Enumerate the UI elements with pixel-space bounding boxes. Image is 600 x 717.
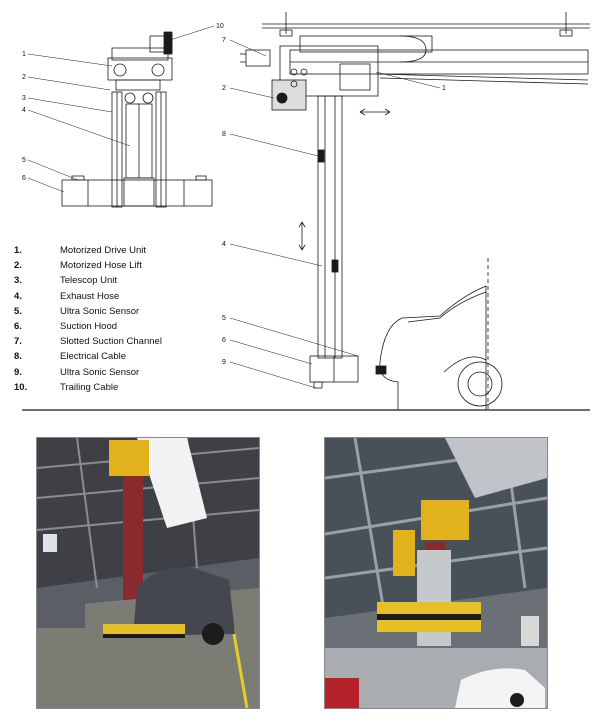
photo-right-illustration xyxy=(325,438,547,708)
callout-side-2: 2 xyxy=(222,85,226,92)
legend: 1.Motorized Drive Unit 2.Motorized Hose … xyxy=(14,243,244,395)
callout-side-6: 6 xyxy=(222,337,226,344)
callout-4: 4 xyxy=(22,107,26,114)
legend-item: 1.Motorized Drive Unit xyxy=(14,245,147,257)
side-view-leaders xyxy=(229,39,441,389)
legend-item: 7.Slotted Suction Channel xyxy=(14,336,162,348)
legend-item: 6.Suction Hood xyxy=(14,321,118,333)
callout-5: 5 xyxy=(22,157,26,164)
technical-drawing: 1 2 3 4 5 6 10 7 1 2 8 4 5 6 9 xyxy=(22,12,590,411)
legend-item: 10.Trailing Cable xyxy=(14,381,119,393)
callout-labels: 1 2 3 4 5 6 10 7 1 2 8 4 5 6 9 xyxy=(22,23,446,366)
photo-left-illustration xyxy=(37,438,259,708)
legend-item: 9.Ultra Sonic Sensor xyxy=(14,366,140,378)
callout-side-7: 7 xyxy=(222,37,226,44)
legend-item: 2.Motorized Hose Lift xyxy=(14,260,142,272)
legend-item: 3.Telescop Unit xyxy=(14,275,118,287)
callout-10: 10 xyxy=(216,23,224,30)
callout-side-9: 9 xyxy=(222,359,226,366)
photo-unit-close-up xyxy=(324,437,548,709)
callout-3: 3 xyxy=(22,95,26,102)
legend-item: 8.Electrical Cable xyxy=(14,351,126,363)
photo-installed-unit-with-car xyxy=(36,437,260,709)
front-view-drawing xyxy=(61,31,213,208)
callout-side-4: 4 xyxy=(222,241,226,248)
callout-side-5: 5 xyxy=(222,315,226,322)
callout-1: 1 xyxy=(22,51,26,58)
side-view-drawing xyxy=(22,12,590,411)
callout-side-1: 1 xyxy=(442,85,446,92)
callout-side-8: 8 xyxy=(222,131,226,138)
front-view-leaders xyxy=(27,25,215,193)
callout-2: 2 xyxy=(22,74,26,81)
callout-6: 6 xyxy=(22,175,26,182)
legend-item: 5.Ultra Sonic Sensor xyxy=(14,305,140,317)
legend-item: 4.Exhaust Hose xyxy=(14,290,120,302)
